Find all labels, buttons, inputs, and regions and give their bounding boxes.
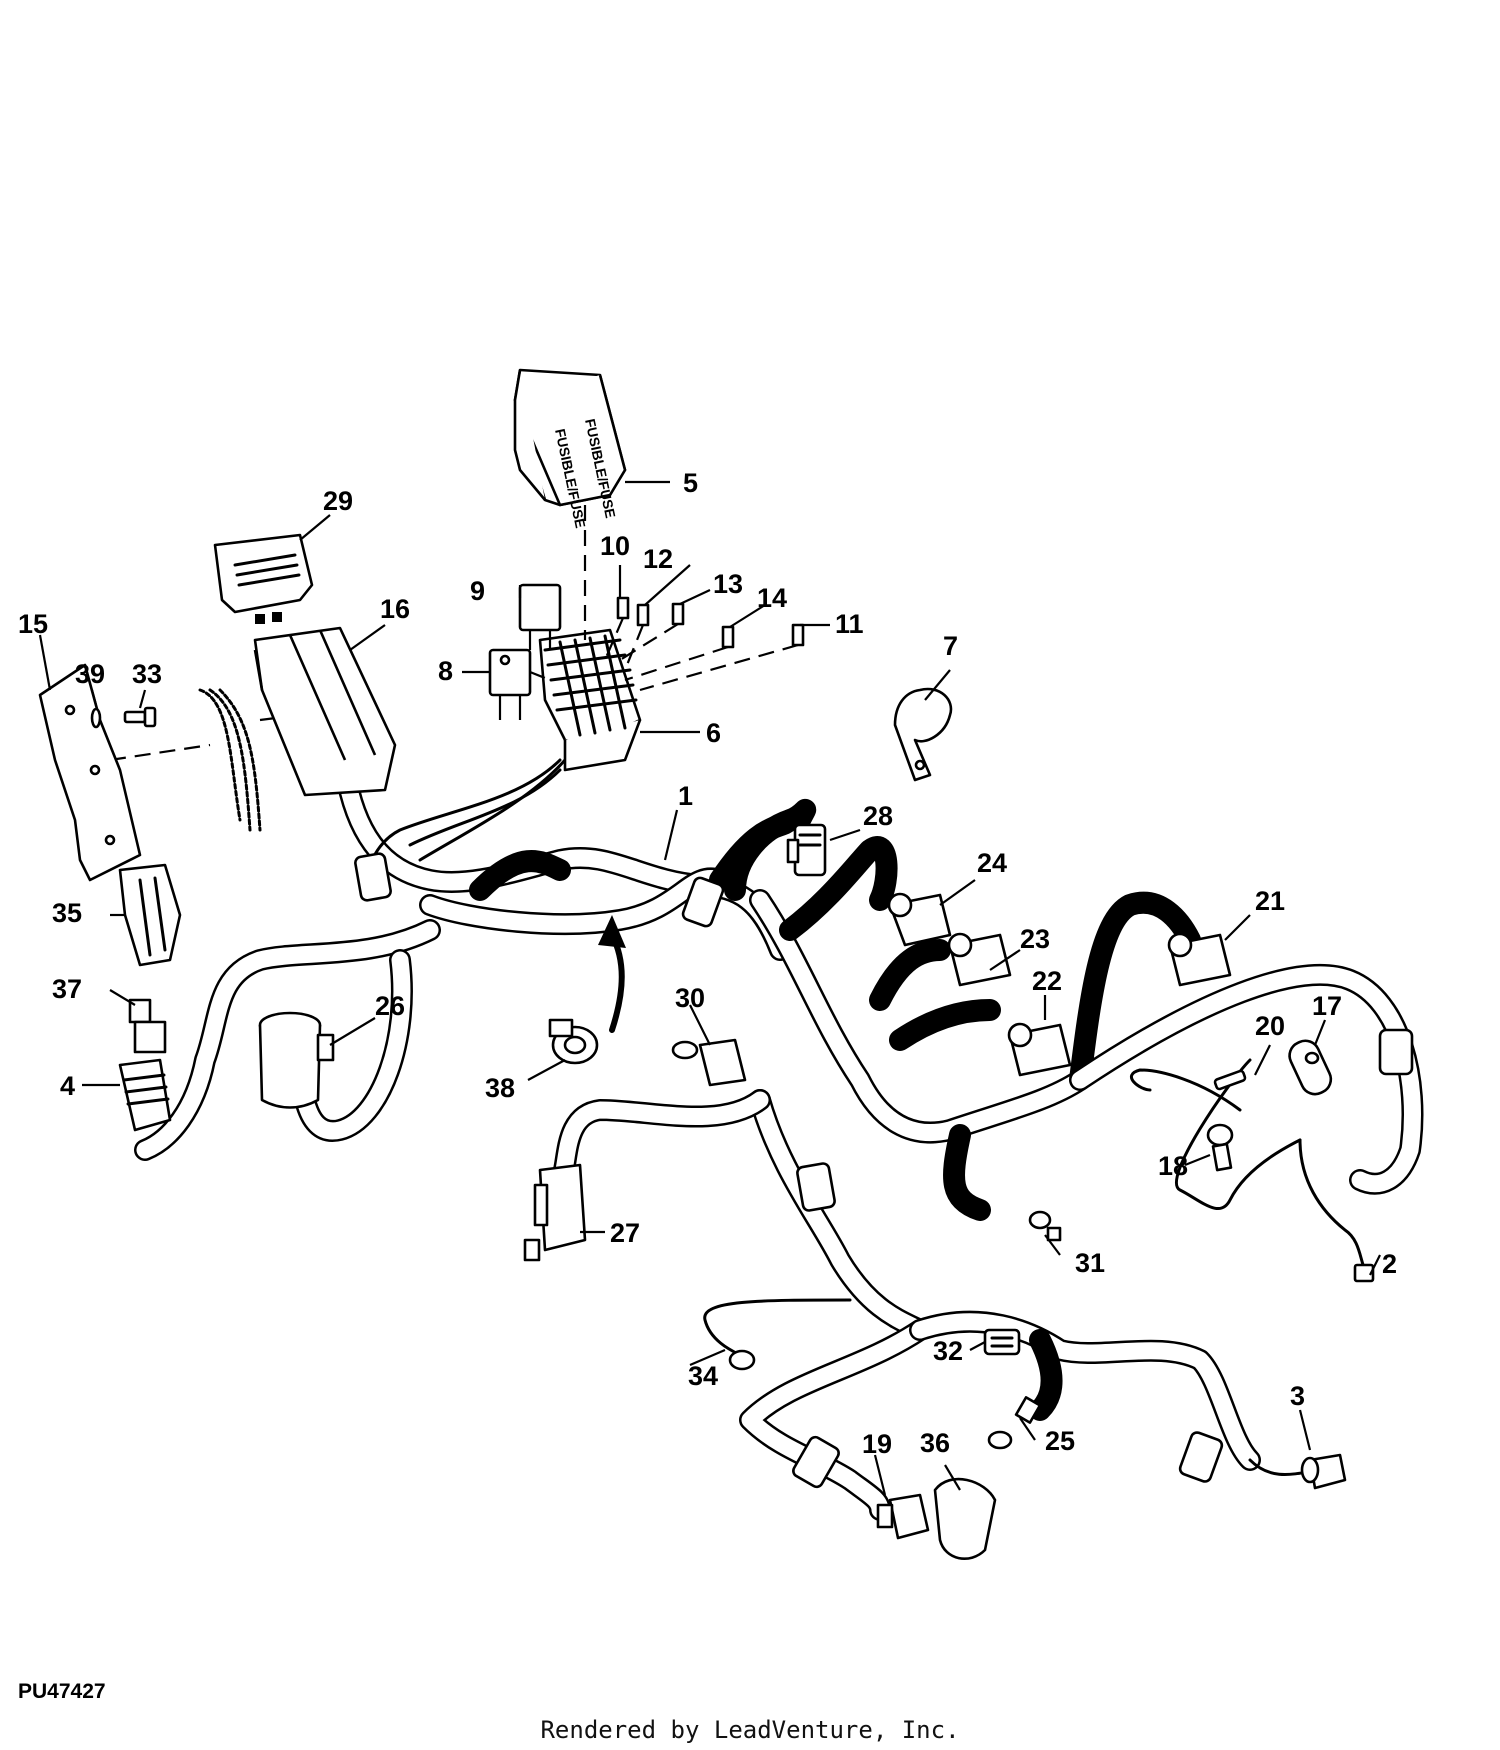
callout-29: 29 bbox=[323, 486, 353, 516]
callout-34: 34 bbox=[688, 1361, 718, 1391]
connector-29 bbox=[213, 533, 314, 624]
callout-15: 15 bbox=[18, 609, 48, 639]
cap-17 bbox=[1288, 1039, 1333, 1096]
harness-bands bbox=[354, 852, 1414, 1489]
callout-11: 11 bbox=[835, 609, 864, 639]
callout-12: 12 bbox=[643, 544, 673, 574]
main-harness bbox=[134, 758, 1424, 1521]
clamp-7 bbox=[893, 687, 953, 782]
callout-31: 31 bbox=[1075, 1248, 1105, 1278]
callout-8: 8 bbox=[438, 656, 453, 686]
relay-9 bbox=[518, 583, 562, 650]
callout-32: 32 bbox=[933, 1336, 963, 1366]
connector-19 bbox=[876, 1493, 930, 1540]
callout-13: 13 bbox=[713, 569, 743, 599]
render-credit: Rendered by LeadVenture, Inc. bbox=[540, 1716, 960, 1744]
callout-1: 1 bbox=[678, 781, 693, 811]
control-module-16 bbox=[253, 626, 397, 797]
callout-10: 10 bbox=[600, 531, 630, 561]
callout-35: 35 bbox=[52, 898, 82, 928]
connector-32 bbox=[983, 1328, 1021, 1356]
connector-3 bbox=[1300, 1453, 1347, 1490]
connector-24 bbox=[887, 892, 952, 947]
ring-terminal-18 bbox=[1206, 1123, 1234, 1172]
washer-39 bbox=[90, 707, 102, 729]
callout-20: 20 bbox=[1255, 1011, 1285, 1041]
clamp-38 bbox=[548, 1018, 599, 1065]
callout-23: 23 bbox=[1020, 924, 1050, 954]
terminal-20 bbox=[1213, 1069, 1247, 1091]
leader-lines bbox=[38, 480, 1381, 1496]
callout-39: 39 bbox=[75, 659, 105, 689]
callout-27: 27 bbox=[610, 1218, 640, 1248]
callout-28: 28 bbox=[863, 801, 893, 831]
callout-6: 6 bbox=[706, 718, 721, 748]
connector-27 bbox=[523, 1163, 587, 1262]
callout-22: 22 bbox=[1032, 966, 1062, 996]
callout-4: 4 bbox=[60, 1071, 75, 1101]
callout-labels: 1 2 3 4 5 6 7 8 9 10 11 12 13 14 15 16 1… bbox=[18, 468, 1397, 1459]
bolt-33 bbox=[123, 706, 157, 728]
boot-36 bbox=[933, 1477, 997, 1560]
callout-26: 26 bbox=[375, 991, 405, 1021]
connector-28 bbox=[786, 823, 827, 877]
rotation-arrow bbox=[598, 915, 626, 1033]
callout-5: 5 bbox=[683, 468, 698, 498]
callout-7: 7 bbox=[943, 631, 958, 661]
callout-3: 3 bbox=[1290, 1381, 1305, 1411]
callout-38: 38 bbox=[485, 1073, 515, 1103]
callout-30: 30 bbox=[675, 983, 705, 1013]
callout-9: 9 bbox=[470, 576, 485, 606]
callout-16: 16 bbox=[380, 594, 410, 624]
connector-31 bbox=[1028, 1210, 1062, 1242]
ring-terminal-25 bbox=[987, 1396, 1042, 1450]
fuse-relay-box bbox=[538, 628, 642, 772]
connector-4 bbox=[118, 1058, 172, 1132]
callout-17: 17 bbox=[1312, 991, 1342, 1021]
bracket-15 bbox=[38, 663, 142, 882]
cable-bundle-dotted bbox=[198, 688, 262, 832]
relay-8 bbox=[488, 648, 532, 720]
callout-19: 19 bbox=[862, 1429, 892, 1459]
callout-24: 24 bbox=[977, 848, 1007, 878]
connector-22 bbox=[1007, 1022, 1072, 1077]
callout-36: 36 bbox=[920, 1428, 950, 1458]
connector-30 bbox=[671, 1038, 747, 1087]
callout-18: 18 bbox=[1158, 1151, 1188, 1181]
connector-35 bbox=[118, 863, 182, 967]
callout-14: 14 bbox=[757, 583, 787, 613]
callout-2: 2 bbox=[1382, 1249, 1397, 1279]
assembly-lines bbox=[109, 505, 799, 762]
fuse-box-grid bbox=[543, 634, 638, 737]
connector-21 bbox=[1167, 932, 1232, 987]
connector-2 bbox=[1353, 1263, 1375, 1283]
callout-25: 25 bbox=[1045, 1426, 1075, 1456]
document-code: PU47427 bbox=[18, 1680, 106, 1703]
connector-23 bbox=[947, 932, 1012, 987]
fuse-37 bbox=[128, 998, 167, 1054]
callout-33: 33 bbox=[132, 659, 162, 689]
callout-21: 21 bbox=[1255, 886, 1285, 916]
callout-37: 37 bbox=[52, 974, 82, 1004]
ring-terminal-34 bbox=[728, 1349, 756, 1371]
connector-26 bbox=[258, 1011, 335, 1109]
fuse-box-cover: FUSIBLE/FUSE FUSIBLE/FUSE bbox=[513, 368, 627, 530]
